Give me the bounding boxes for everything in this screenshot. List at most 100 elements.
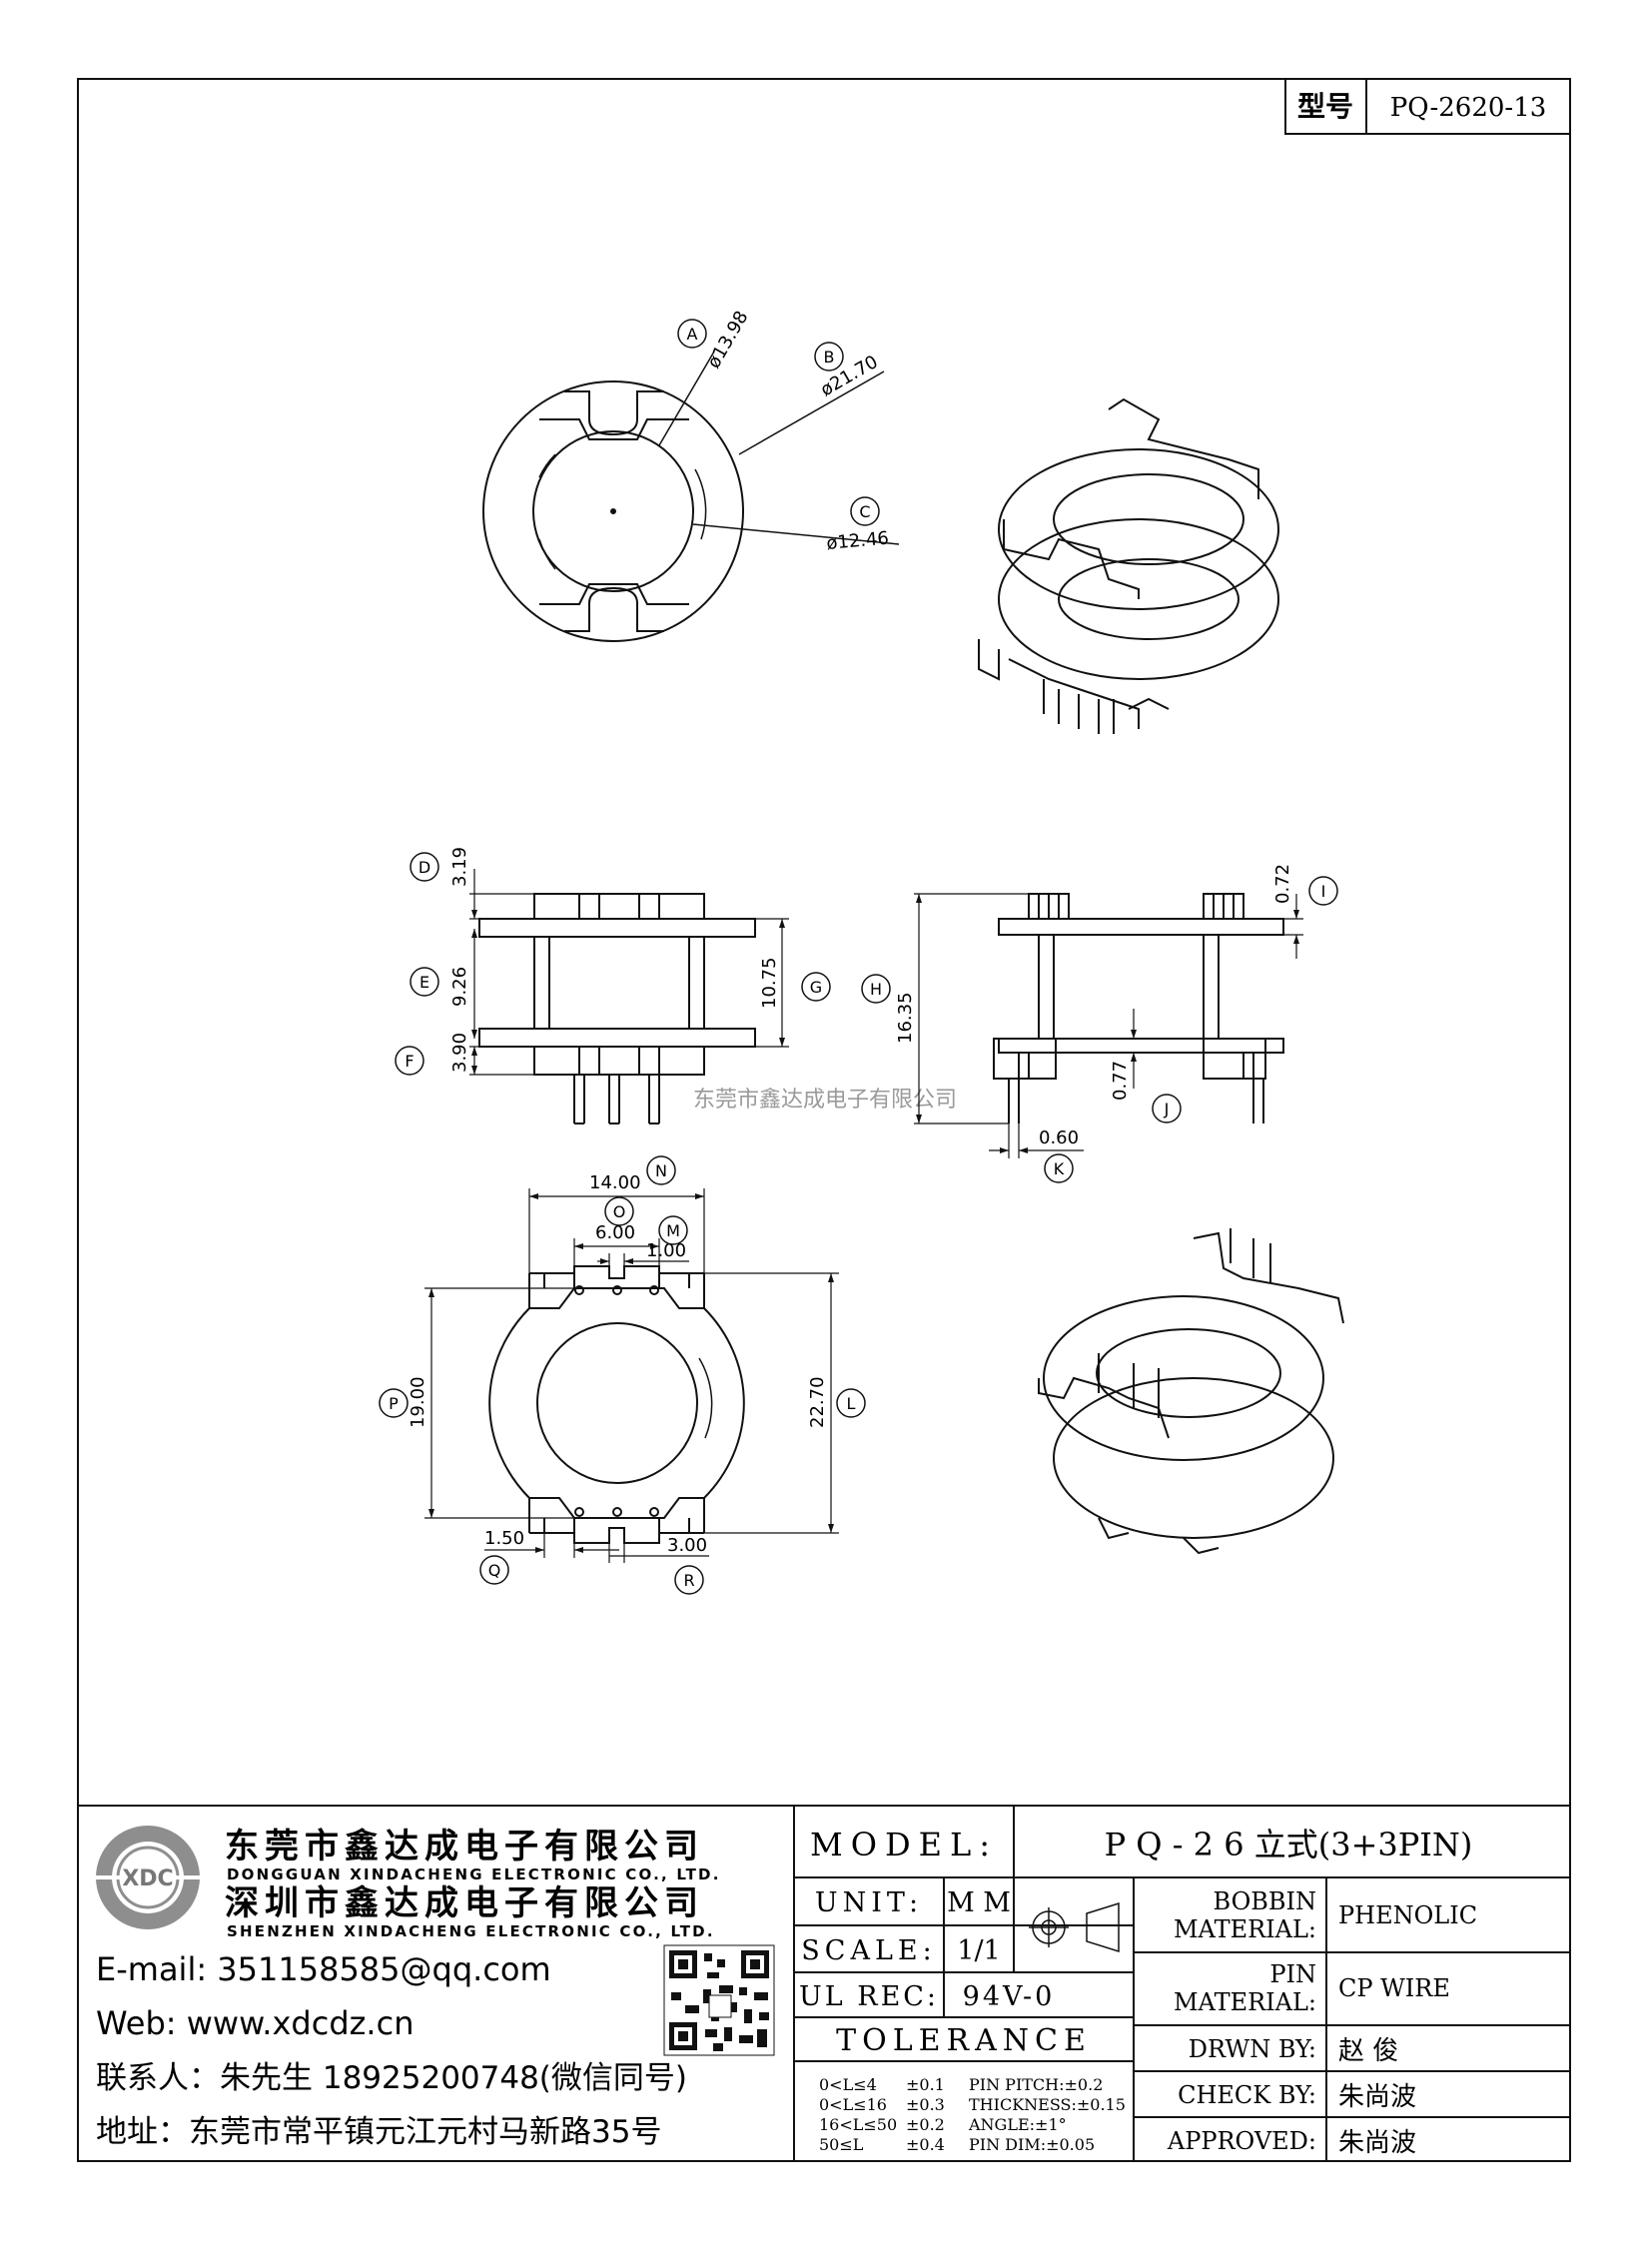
tol-2-val: ±0.2 bbox=[906, 2115, 945, 2134]
dim-d-text: 3.19 bbox=[449, 847, 470, 887]
model-box-value: PQ-2620-13 bbox=[1390, 93, 1547, 123]
bubble-p: P bbox=[389, 1394, 399, 1413]
tb-unit-label: UNIT: bbox=[815, 1887, 923, 1918]
bubble-a: A bbox=[687, 325, 698, 344]
sheet-border bbox=[77, 78, 1571, 2162]
company-address: 地址：东莞市常平镇元江元村马新路35号 bbox=[96, 2114, 661, 2150]
tb-tolerance-label: TOLERANCE bbox=[836, 2023, 1092, 2058]
tb-check-value: 朱尚波 bbox=[1338, 2082, 1416, 2112]
leaders-abc bbox=[658, 351, 900, 545]
bubble-r: R bbox=[683, 1571, 694, 1590]
tb-scale-value: 1/1 bbox=[957, 1935, 1000, 1966]
bubbles bbox=[379, 319, 1338, 1595]
title-block-frame bbox=[78, 1805, 1570, 2161]
bubble-o: O bbox=[613, 1202, 626, 1221]
front-view-dims bbox=[469, 869, 789, 1076]
bubble-c: C bbox=[859, 502, 870, 521]
side-view bbox=[993, 893, 1284, 1123]
projection-symbol-icon bbox=[1029, 1901, 1120, 1953]
tol-3-val: ±0.4 bbox=[906, 2135, 945, 2154]
watermark: 东莞市鑫达成电子有限公司 bbox=[693, 1088, 957, 1113]
bubble-k: K bbox=[1054, 1159, 1065, 1178]
company-info: 东莞市鑫达成电子有限公司 DONGGUAN XINDACHENG ELECTRO… bbox=[96, 1827, 718, 2150]
tb-approved-value: 朱尚波 bbox=[1338, 2128, 1416, 2158]
bubble-letters: A B C D E F G H I J K L M N O P Q R bbox=[389, 325, 1325, 1590]
iso-view-bottom bbox=[1038, 1228, 1344, 1555]
company-web: Web: www.xdcdz.cn bbox=[96, 2004, 413, 2042]
company-email: E-mail: 351158585@qq.com bbox=[96, 1950, 551, 1988]
dim-h-text: 16.35 bbox=[895, 992, 916, 1044]
dim-a-text: ø13.98 bbox=[703, 308, 752, 373]
tolerance-table: 0<L≤4 ±0.1 PIN PITCH:±0.2 0<L≤16 ±0.3 TH… bbox=[819, 2075, 1126, 2154]
tb-pin-label-2: MATERIAL: bbox=[1174, 1988, 1316, 2016]
tb-bobbin-label-2: MATERIAL: bbox=[1174, 1915, 1316, 1943]
dim-m-text: 1.00 bbox=[646, 1240, 686, 1261]
tb-unit-value: M M bbox=[947, 1887, 1011, 1918]
dim-l-text: 22.70 bbox=[807, 1376, 828, 1428]
tol-2-range: 16<L≤50 bbox=[819, 2115, 897, 2134]
bubble-d: D bbox=[418, 858, 430, 877]
iso-view-top bbox=[978, 397, 1279, 734]
bubble-h: H bbox=[870, 980, 882, 999]
dim-q-text: 1.50 bbox=[484, 1528, 524, 1549]
tb-ul-label: UL REC: bbox=[799, 1981, 939, 2012]
dim-o-text: 6.00 bbox=[595, 1222, 635, 1243]
bottom-view bbox=[488, 1265, 745, 1544]
tb-bobbin-value: PHENOLIC bbox=[1338, 1901, 1477, 1929]
bubble-i: I bbox=[1321, 882, 1326, 901]
title-block-text: MODEL: P Q - 2 6 立式(3+3PIN) UNIT: M M SC… bbox=[799, 1826, 1477, 2158]
dim-j-text: 0.77 bbox=[1110, 1061, 1131, 1101]
bubble-m: M bbox=[666, 1221, 680, 1240]
tb-check-label: CHECK BY: bbox=[1178, 2081, 1316, 2109]
tol-1-extra: THICKNESS:±0.15 bbox=[969, 2095, 1126, 2114]
dim-c-text: ø12.46 bbox=[826, 528, 890, 554]
model-box: 型号 PQ-2620-13 bbox=[1284, 78, 1571, 135]
top-view-ring bbox=[482, 380, 744, 642]
tol-3-range: 50≤L bbox=[819, 2135, 864, 2154]
tb-pin-value: CP WIRE bbox=[1338, 1974, 1450, 2002]
company-name-cn-1: 东莞市鑫达成电子有限公司 bbox=[225, 1827, 704, 1867]
dim-e-text: 9.26 bbox=[449, 967, 470, 1007]
tb-approved-label: APPROVED: bbox=[1167, 2127, 1316, 2155]
tb-drawn-label: DRWN BY: bbox=[1189, 2035, 1316, 2063]
dim-f-text: 3.90 bbox=[449, 1033, 470, 1073]
tb-model-value: P Q - 2 6 立式(3+3PIN) bbox=[1105, 1826, 1473, 1864]
bubble-e: E bbox=[419, 973, 429, 992]
bubble-q: Q bbox=[488, 1561, 501, 1580]
bubble-f: F bbox=[405, 1052, 413, 1071]
tol-0-val: ±0.1 bbox=[906, 2075, 945, 2094]
dim-r-text: 3.00 bbox=[667, 1535, 707, 1556]
tol-0-extra: PIN PITCH:±0.2 bbox=[969, 2075, 1103, 2094]
tb-pin-label-1: PIN bbox=[1269, 1960, 1316, 1988]
dim-k-text: 0.60 bbox=[1039, 1127, 1079, 1148]
logo-text: XDC bbox=[122, 1867, 173, 1891]
company-logo: XDC bbox=[95, 1826, 200, 1929]
bubble-l: L bbox=[847, 1394, 856, 1413]
tol-2-extra: ANGLE:±1° bbox=[968, 2115, 1067, 2134]
bottom-view-dims bbox=[424, 1188, 839, 1563]
model-box-label: 型号 bbox=[1297, 90, 1353, 123]
dim-n-text: 14.00 bbox=[589, 1172, 641, 1193]
tol-0-range: 0<L≤4 bbox=[819, 2075, 877, 2094]
bubble-j: J bbox=[1164, 1100, 1170, 1119]
company-name-cn-2: 深圳市鑫达成电子有限公司 bbox=[225, 1883, 704, 1923]
tol-1-val: ±0.3 bbox=[906, 2095, 945, 2114]
qr-code-icon bbox=[663, 1944, 775, 2056]
tol-1-range: 0<L≤16 bbox=[819, 2095, 887, 2114]
bubble-g: G bbox=[810, 978, 822, 997]
front-view bbox=[478, 893, 756, 1124]
tb-model-label: MODEL: bbox=[810, 1826, 998, 1864]
tb-bobbin-label-1: BOBBIN bbox=[1213, 1887, 1316, 1915]
bubble-b: B bbox=[824, 348, 835, 367]
dim-g-text: 10.75 bbox=[759, 957, 780, 1009]
company-name-en-2: SHENZHEN XINDACHENG ELECTRONIC CO., LTD. bbox=[227, 1922, 715, 1940]
dim-i-text: 0.72 bbox=[1272, 864, 1293, 904]
dim-p-text: 19.00 bbox=[408, 1376, 428, 1428]
side-view-dims bbox=[914, 893, 1303, 1158]
tb-drawn-value: 赵 俊 bbox=[1338, 2036, 1398, 2066]
tol-3-extra: PIN DIM:±0.05 bbox=[969, 2135, 1095, 2154]
company-contact: 联系人：朱先生 18925200748(微信同号) bbox=[96, 2060, 687, 2096]
tb-scale-label: SCALE: bbox=[801, 1935, 936, 1966]
tb-ul-value: 94V-0 bbox=[963, 1981, 1056, 2012]
